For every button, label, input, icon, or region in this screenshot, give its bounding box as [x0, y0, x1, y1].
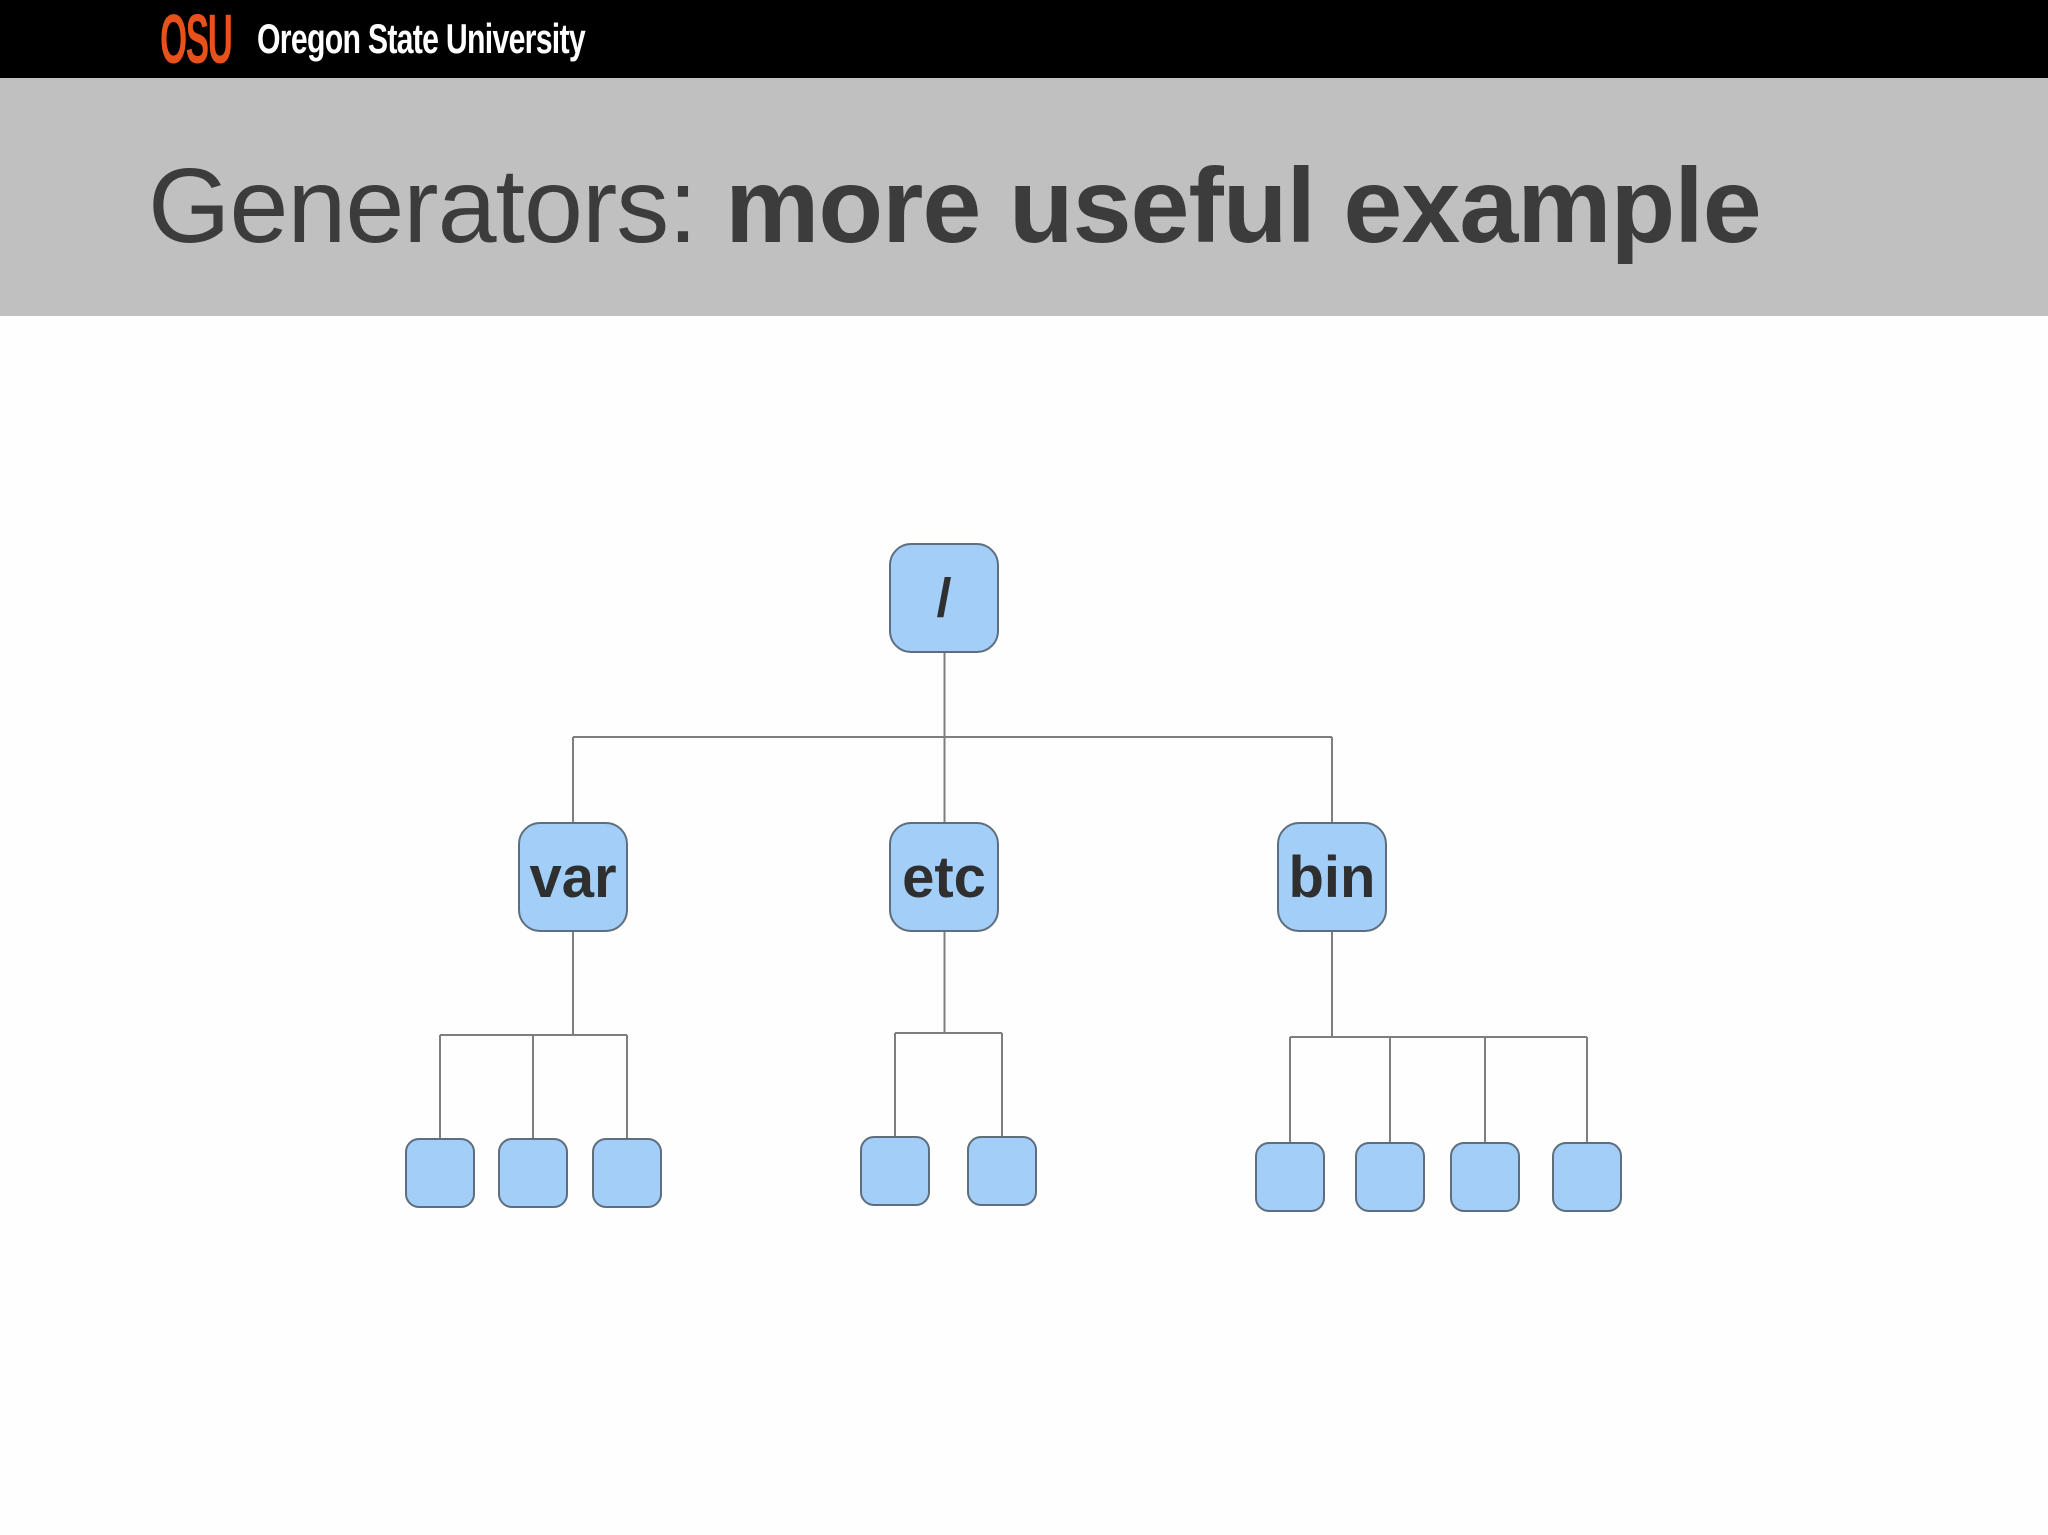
leaf-node-etc-1 — [860, 1136, 930, 1206]
tree-node-root-label: / — [936, 568, 952, 628]
tree-node-bin-label: bin — [1288, 844, 1376, 910]
leaf-node-var-2 — [498, 1138, 568, 1208]
tree-node-bin: bin — [1277, 822, 1387, 932]
slide-title-prefix: Generators: — [148, 147, 726, 265]
university-name-text: Oregon State University — [256, 15, 586, 62]
tree-node-root: / — [889, 543, 999, 653]
diagram-canvas: / var etc bin — [0, 316, 2048, 1535]
connector-path — [439, 653, 1588, 1142]
university-header-bar: OSU Oregon State University — [0, 0, 2048, 78]
osu-logo: OSU — [160, 0, 233, 78]
leaf-node-bin-3 — [1450, 1142, 1520, 1212]
slide-title-band: Generators: more useful example — [0, 78, 2048, 316]
leaf-node-bin-2 — [1355, 1142, 1425, 1212]
slide-title-emphasis: more useful example — [725, 147, 1762, 265]
leaf-node-etc-2 — [967, 1136, 1037, 1206]
tree-node-etc: etc — [889, 822, 999, 932]
leaf-node-bin-4 — [1552, 1142, 1622, 1212]
tree-node-var-label: var — [529, 844, 617, 910]
leaf-node-var-1 — [405, 1138, 475, 1208]
leaf-node-bin-1 — [1255, 1142, 1325, 1212]
tree-node-var: var — [518, 822, 628, 932]
leaf-node-var-3 — [592, 1138, 662, 1208]
tree-node-etc-label: etc — [902, 844, 986, 910]
slide-title: Generators: more useful example — [0, 135, 1762, 259]
